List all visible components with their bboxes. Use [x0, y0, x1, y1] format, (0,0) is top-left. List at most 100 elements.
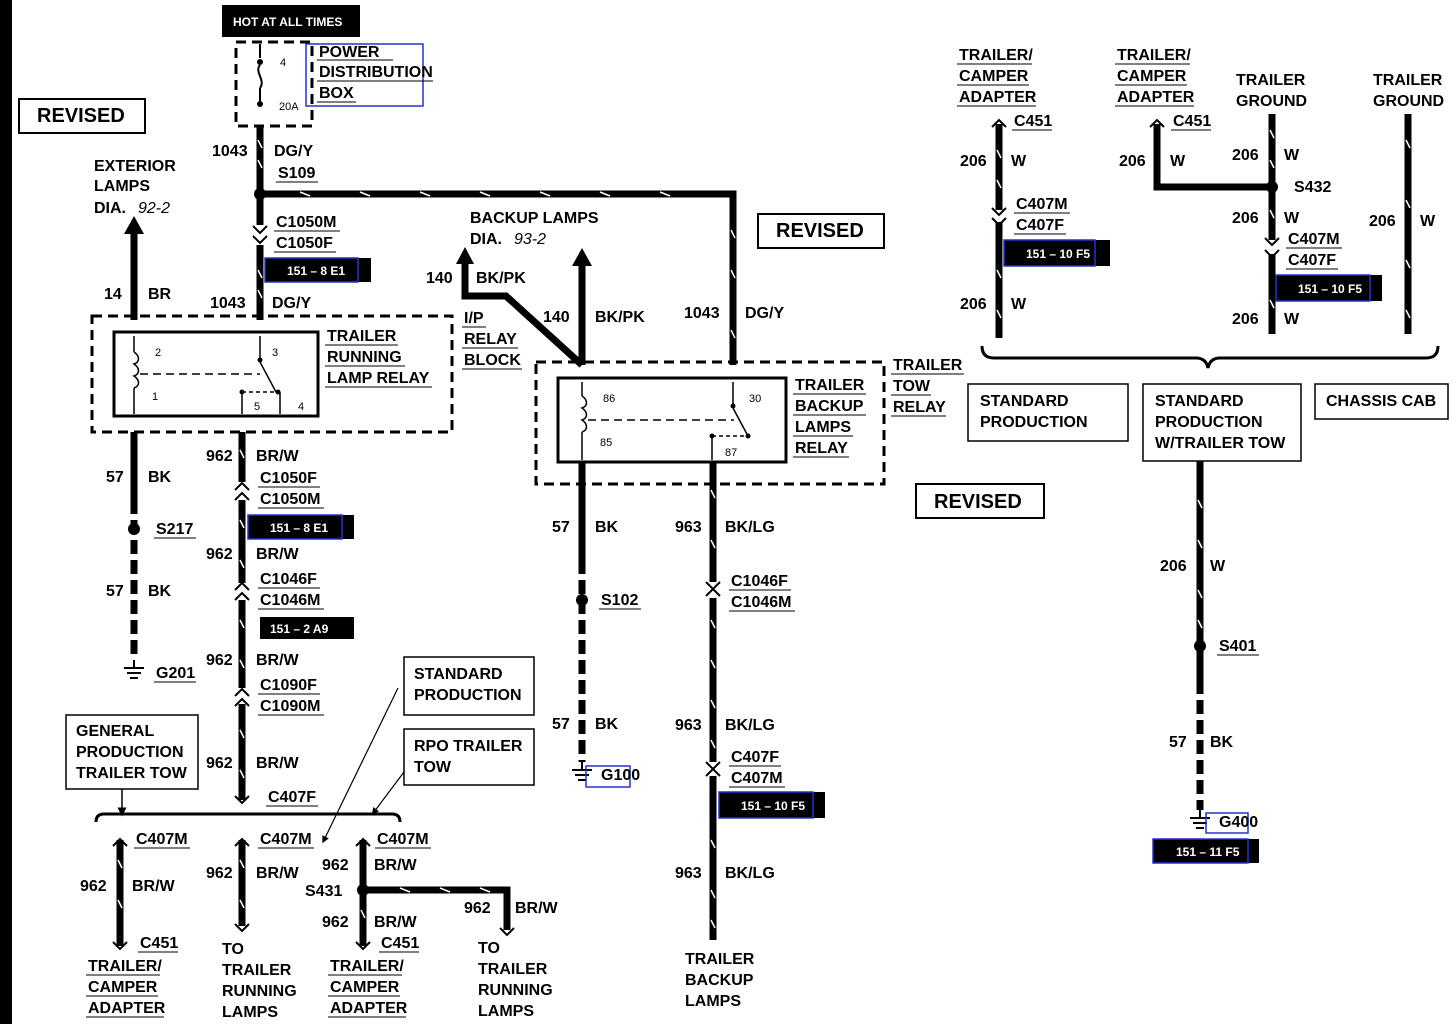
wire-color-brw-d: BR/W: [256, 755, 300, 772]
tca-b-label-2: CAMPER: [330, 979, 400, 996]
wire-number-962-d: 962: [206, 755, 233, 772]
wire-number-962-e: 962: [80, 878, 107, 895]
power-distribution-box-outline: [234, 40, 314, 128]
wire-color-bk-a: BK: [148, 469, 172, 486]
connector-c407m-c: C407M: [377, 831, 429, 848]
wire-963-chevrons: [705, 581, 721, 777]
fuse-rating: 20A: [279, 101, 299, 113]
svg-text:CHASSIS CAB: CHASSIS CAB: [1326, 393, 1436, 410]
arrow-backup-b: [572, 248, 592, 266]
backup-dia-ref: 93-2: [514, 231, 546, 248]
wire-number-962-b: 962: [206, 546, 233, 563]
wire-number-206-c: 206: [1119, 153, 1146, 170]
tca-a-label-1: TRAILER/: [88, 958, 162, 975]
wire-color-w-b: W: [1011, 296, 1027, 313]
to-b-label-3: RUNNING: [478, 982, 553, 999]
wire-color-w-f: W: [1284, 311, 1300, 328]
wire-color-bklg-a: BK/LG: [725, 519, 775, 536]
bracket-options-left: [94, 812, 402, 823]
ref-box-151-10f5-b: 151 – 10 F5: [1003, 239, 1110, 267]
splice-label-s102: S102: [601, 592, 638, 609]
hot-at-all-times-box: HOT AT ALL TIMES: [222, 5, 360, 37]
standard-production-box-right: STANDARD PRODUCTION: [967, 383, 1129, 442]
ip-label-1: I/P: [464, 310, 484, 327]
wire-color-w-e: W: [1284, 210, 1300, 227]
wire-number-963-a: 963: [675, 519, 702, 536]
connector-c1050m-top: C1050M: [276, 214, 336, 231]
ref-box-151-8e1-a: 151 – 8 E1: [264, 257, 371, 283]
wire-number-206-a: 206: [960, 153, 987, 170]
svg-text:151 – 8 E1: 151 – 8 E1: [270, 521, 328, 535]
tbl-label-2: BACKUP: [795, 398, 864, 415]
wire-963-dash-marks: [710, 489, 716, 929]
wire-color-brw-h: BR/W: [374, 914, 418, 931]
svg-text:PRODUCTION: PRODUCTION: [980, 414, 1088, 431]
wire-number-963-b: 963: [675, 717, 702, 734]
pin-2: 2: [155, 347, 161, 359]
tca-a-label-2: CAMPER: [88, 979, 158, 996]
svg-text:GENERAL: GENERAL: [76, 723, 154, 740]
connector-c451-a: C451: [140, 935, 178, 952]
tg-b-label-2: GROUND: [1373, 93, 1444, 110]
wire-color-brw-b: BR/W: [256, 546, 300, 563]
ground-label-g201: G201: [156, 665, 195, 682]
chassis-cab-box: CHASSIS CAB: [1314, 383, 1449, 420]
splice-s109: [254, 188, 266, 200]
page-left-border: [0, 0, 12, 1024]
wire-number-962-h: 962: [322, 914, 349, 931]
svg-text:STANDARD: STANDARD: [980, 393, 1069, 410]
trailer-backup-relay-body: [556, 376, 788, 464]
rpo-trailer-tow-box: RPO TRAILER TOW: [403, 728, 535, 786]
wire-number-962-a: 962: [206, 448, 233, 465]
wire-962-dash-marks: [239, 449, 245, 779]
wire-number-962-f: 962: [206, 865, 233, 882]
connector-c1090m: C1090M: [260, 698, 320, 715]
connector-c407m-e: C407M: [1016, 196, 1068, 213]
wire-number-14: 14: [104, 286, 122, 303]
pin-1: 1: [152, 391, 158, 403]
rtca-a-label-2: CAMPER: [959, 68, 1029, 85]
splice-s401: [1194, 640, 1206, 652]
connector-c407f-d: C407F: [1288, 252, 1336, 269]
pdb-label-2: DISTRIBUTION: [319, 64, 433, 81]
wire-number-206-b: 206: [960, 296, 987, 313]
splice-label-s401: S401: [1219, 638, 1256, 655]
wire-number-206-g: 206: [1369, 213, 1396, 230]
splice-label-s432: S432: [1294, 179, 1331, 196]
connector-c1050f-b: C1050F: [260, 470, 317, 487]
wire-1043-dash-marks: [257, 139, 736, 339]
connector-c451-d: C451: [1173, 113, 1211, 130]
splice-label-s217: S217: [156, 521, 193, 538]
svg-text:RPO TRAILER: RPO TRAILER: [414, 738, 523, 755]
arrow-backup-a: [456, 247, 474, 264]
general-production-box: GENERAL PRODUCTION TRAILER TOW: [65, 714, 199, 790]
pin-4: 4: [298, 401, 304, 413]
connector-c1050m-b: C1050M: [260, 491, 320, 508]
wire-number-962-c: 962: [206, 652, 233, 669]
trailer-running-relay-body: [112, 330, 320, 418]
standard-production-trailer-tow-box: STANDARD PRODUCTION W/TRAILER TOW: [1142, 383, 1302, 462]
tbk-label-3: LAMPS: [685, 993, 741, 1010]
ttr-label-2: TOW: [893, 378, 931, 395]
ip-label-3: BLOCK: [464, 352, 521, 369]
wire-number-206-f: 206: [1232, 311, 1259, 328]
wire-number-962-g: 962: [322, 857, 349, 874]
svg-text:PRODUCTION: PRODUCTION: [414, 687, 522, 704]
wire-number-57-e: 57: [1169, 734, 1187, 751]
trl-label-2: RUNNING: [327, 349, 402, 366]
tbk-label-1: TRAILER: [685, 951, 755, 968]
pin-30: 30: [749, 393, 761, 405]
wire-color-brw-c: BR/W: [256, 652, 300, 669]
bracket-options-right: [980, 345, 1440, 369]
ttr-label-1: TRAILER: [893, 357, 963, 374]
connector-c407m-f: C407M: [1288, 231, 1340, 248]
to-b-label-2: TRAILER: [478, 961, 548, 978]
wire-color-bk-b: BK: [148, 583, 172, 600]
splice-s432: [1266, 181, 1278, 193]
pin-3: 3: [272, 347, 278, 359]
svg-text:151 – 10 F5: 151 – 10 F5: [1298, 282, 1362, 296]
revised-box-2: REVISED: [757, 213, 885, 249]
trailer-running-relay-outline: [90, 314, 454, 434]
wire-color-brw-e: BR/W: [132, 878, 176, 895]
